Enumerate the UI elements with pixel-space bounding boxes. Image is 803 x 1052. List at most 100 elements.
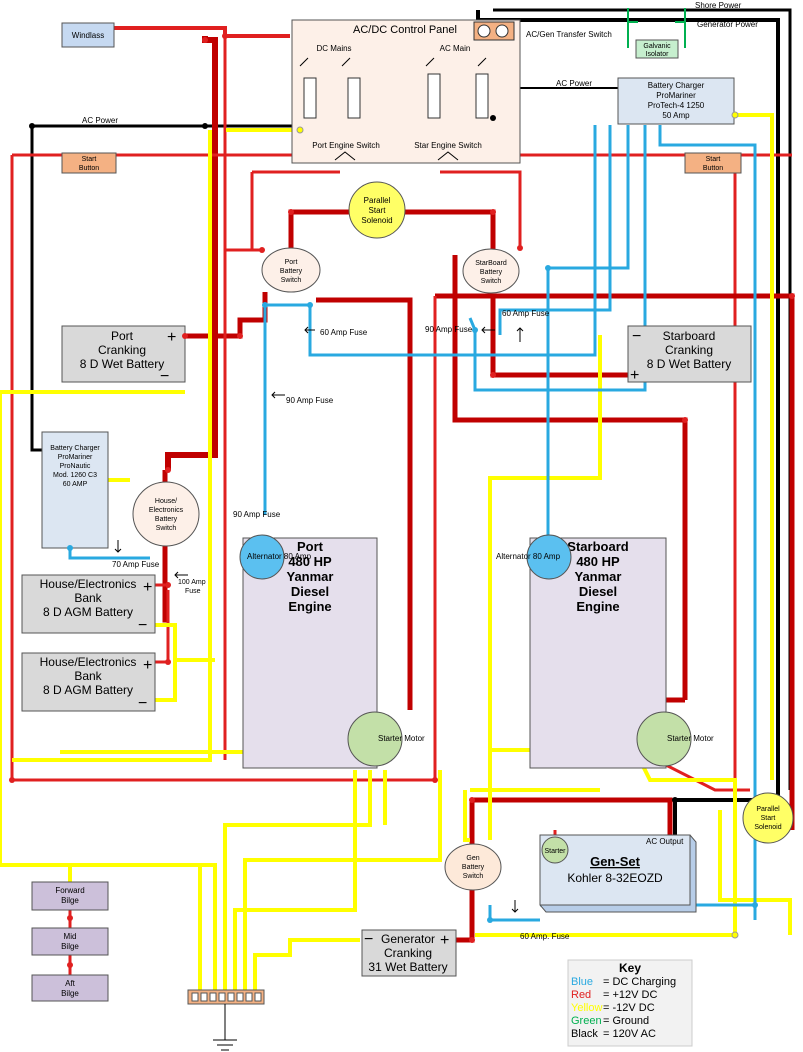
svg-text:70 Amp Fuse: 70 Amp Fuse — [112, 560, 160, 569]
svg-text:+: + — [630, 367, 639, 384]
green-ground-wires — [627, 8, 686, 48]
svg-text:Alternator 80 Amp: Alternator 80 Amp — [247, 552, 312, 561]
ground-bus-bar — [187, 989, 265, 1051]
junction-dots — [9, 33, 795, 968]
svg-text:Switch: Switch — [481, 278, 502, 285]
svg-text:Yanmar: Yanmar — [287, 569, 334, 584]
svg-text:DC Mains: DC Mains — [316, 44, 351, 53]
svg-text:Starter Motor: Starter Motor — [667, 734, 714, 743]
svg-text:AC Main: AC Main — [440, 44, 471, 53]
svg-text:+: + — [143, 657, 152, 674]
svg-text:Cranking: Cranking — [665, 343, 713, 357]
ac-dc-control-panel: AC/DC Control Panel DC Mains AC Main Por… — [291, 19, 612, 164]
svg-text:Windlass: Windlass — [72, 31, 104, 40]
generator-cranking-battery: Generator Cranking 31 Wet Battery − + — [361, 929, 457, 977]
svg-text:Starboard: Starboard — [663, 329, 716, 343]
svg-text:= Ground: = Ground — [603, 1015, 649, 1027]
svg-text:Green: Green — [571, 1015, 602, 1027]
svg-text:Generator: Generator — [381, 932, 435, 946]
svg-text:Black: Black — [571, 1028, 598, 1040]
house-electronics-battery-switch: House/ Electronics Battery Switch — [132, 481, 200, 547]
svg-text:Cranking: Cranking — [98, 343, 146, 357]
svg-text:ProTech-4 1250: ProTech-4 1250 — [648, 101, 705, 110]
svg-text:= 120V AC: = 120V AC — [603, 1028, 656, 1040]
svg-text:Port: Port — [285, 259, 298, 266]
svg-text:AC/Gen Transfer Switch: AC/Gen Transfer Switch — [526, 30, 612, 39]
svg-text:Fuse: Fuse — [185, 588, 201, 595]
svg-text:31 Wet Battery: 31 Wet Battery — [368, 960, 447, 974]
svg-text:Battery: Battery — [280, 268, 303, 275]
svg-text:+: + — [440, 932, 449, 949]
fuse-arrows — [114, 326, 524, 913]
svg-text:Start: Start — [761, 815, 776, 822]
svg-text:Gen-Set: Gen-Set — [590, 854, 641, 869]
svg-text:Yanmar: Yanmar — [575, 569, 622, 584]
parallel-start-solenoid-right: Parallel Start Solenoid — [742, 792, 794, 844]
svg-text:Starter Motor: Starter Motor — [378, 734, 425, 743]
svg-text:Generator Power: Generator Power — [697, 20, 758, 29]
svg-text:90 Amp Fuse: 90 Amp Fuse — [286, 396, 334, 405]
svg-text:Shore Power: Shore Power — [695, 1, 742, 10]
start-button-right: Start Button — [684, 152, 742, 174]
svg-text:Mod. 1260 C3: Mod. 1260 C3 — [53, 472, 97, 479]
color-key: Key Blue = DC Charging Red = +12V DC Yel… — [567, 959, 693, 1047]
svg-text:Bank: Bank — [74, 591, 102, 605]
svg-text:Battery Charger: Battery Charger — [648, 81, 705, 90]
svg-text:Parallel: Parallel — [756, 806, 780, 813]
svg-text:Switch: Switch — [281, 277, 302, 284]
svg-text:AC/DC Control Panel: AC/DC Control Panel — [353, 24, 457, 36]
port-cranking-battery: Port Cranking 8 D Wet Battery + − — [61, 325, 186, 385]
svg-text:Button: Button — [79, 165, 99, 172]
svg-text:60 Amp Fuse: 60 Amp Fuse — [320, 328, 368, 337]
svg-text:Start: Start — [706, 156, 721, 163]
svg-text:Alternator 80 Amp: Alternator 80 Amp — [496, 552, 561, 561]
svg-text:Port: Port — [297, 539, 324, 554]
starboard-battery-switch: StarBoard Battery Switch — [462, 248, 520, 294]
svg-text:Starboard: Starboard — [567, 539, 628, 554]
starboard-cranking-battery: Starboard Cranking 8 D Wet Battery − + — [627, 325, 752, 384]
svg-text:8 D AGM Battery: 8 D AGM Battery — [43, 605, 133, 619]
port-battery-switch: Port Battery Switch — [261, 247, 321, 293]
svg-text:House/: House/ — [155, 498, 177, 505]
svg-text:Red: Red — [571, 989, 591, 1001]
svg-text:= -12V DC: = -12V DC — [603, 1002, 655, 1014]
svg-text:AC Power: AC Power — [82, 116, 118, 125]
svg-text:Engine: Engine — [576, 599, 619, 614]
svg-text:60 Amp Fuse: 60 Amp Fuse — [502, 309, 550, 318]
battery-charger-left: Battery Charger ProMariner ProNautic Mod… — [41, 431, 109, 549]
svg-text:60 Amp. Fuse: 60 Amp. Fuse — [520, 932, 570, 941]
svg-text:ProNautic: ProNautic — [60, 463, 91, 470]
svg-text:Solenoid: Solenoid — [754, 824, 781, 831]
svg-text:Aft: Aft — [65, 979, 76, 988]
svg-text:−: − — [364, 931, 373, 948]
svg-text:Mid: Mid — [64, 932, 77, 941]
gen-battery-switch: Gen Battery Switch — [444, 843, 502, 891]
svg-text:Gen: Gen — [466, 855, 479, 862]
svg-text:Engine: Engine — [288, 599, 331, 614]
svg-text:Cranking: Cranking — [384, 946, 432, 960]
svg-text:Button: Button — [703, 165, 723, 172]
svg-text:Start: Start — [369, 206, 387, 215]
svg-text:ProMariner: ProMariner — [58, 454, 93, 461]
svg-text:60 AMP: 60 AMP — [63, 481, 88, 488]
svg-text:Port: Port — [111, 329, 134, 343]
svg-text:Key: Key — [619, 961, 641, 975]
svg-text:Blue: Blue — [571, 976, 593, 988]
svg-text:AC Output: AC Output — [646, 837, 684, 846]
svg-text:Bilge: Bilge — [61, 989, 79, 998]
svg-text:8 D Wet Battery: 8 D Wet Battery — [80, 357, 164, 371]
svg-text:−: − — [160, 368, 169, 385]
svg-text:90 Amp Fuse: 90 Amp Fuse — [425, 325, 473, 334]
house-electronics-bank-2: House/Electronics Bank 8 D AGM Battery +… — [21, 652, 156, 712]
port-engine: Port 480 HP Yanmar Diesel Engine Alterna… — [239, 534, 425, 769]
start-button-left: Start Button — [61, 152, 117, 174]
battery-charger-top: Battery Charger ProMariner ProTech-4 125… — [617, 77, 735, 125]
breaker-blocks — [303, 73, 489, 119]
svg-text:Forward: Forward — [55, 886, 84, 895]
gen-set: Starter Gen-Set Kohler 8-32EOZD AC Outpu… — [539, 834, 697, 913]
svg-text:Star Engine Switch: Star Engine Switch — [414, 141, 482, 150]
svg-text:Switch: Switch — [463, 873, 484, 880]
svg-text:+: + — [167, 329, 176, 346]
svg-text:−: − — [632, 328, 641, 345]
